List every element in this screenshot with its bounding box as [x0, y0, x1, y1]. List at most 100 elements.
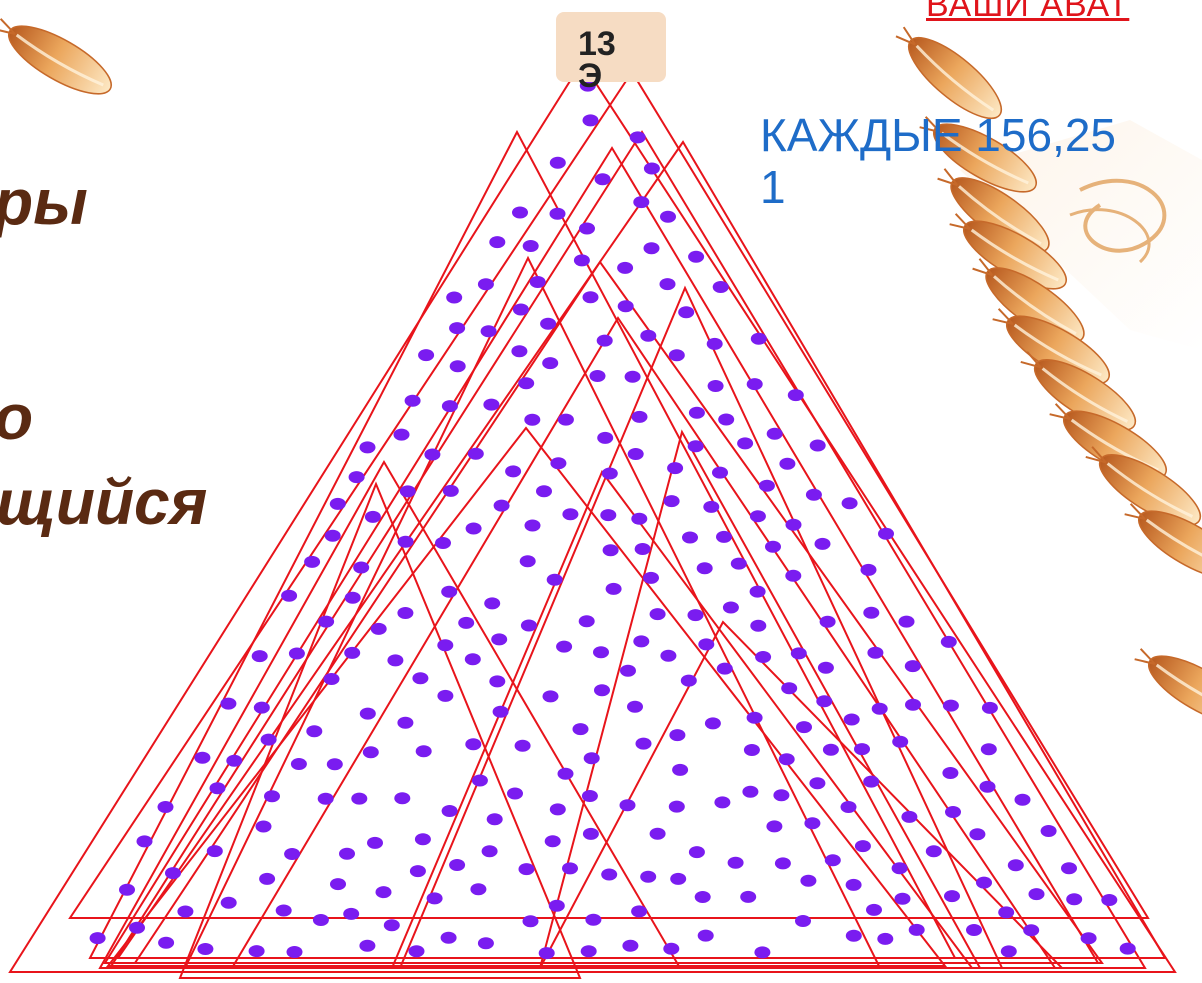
avatar-link[interactable]: ВАШИ АВАТ — [926, 0, 1130, 24]
seed-dot-icon — [582, 291, 599, 304]
seed-dot-icon — [980, 743, 997, 756]
seed-dot-icon — [582, 827, 599, 840]
seed-dot-icon — [605, 582, 622, 595]
seed-dot-icon — [344, 591, 361, 604]
seed-dot-icon — [687, 609, 704, 622]
triangle-group — [8, 60, 1177, 979]
seed-dot-icon — [540, 317, 557, 330]
seed-dot-icon — [633, 196, 650, 209]
seed-dot-icon — [688, 250, 705, 263]
seed-dot-icon — [226, 754, 243, 767]
seed-dot-icon — [742, 785, 759, 798]
wheat-grain-icon — [919, 116, 1037, 193]
seed-dot-icon — [512, 206, 528, 219]
seed-dot-icon — [505, 465, 522, 478]
seed-dot-icon — [749, 585, 766, 598]
seed-dot-icon — [397, 535, 414, 548]
seed-dot-icon — [518, 377, 535, 390]
seed-dot-icon — [507, 787, 523, 800]
seed-dot-icon — [582, 114, 599, 127]
seed-dot-icon — [465, 738, 482, 751]
seed-dot-icon — [816, 695, 833, 708]
seed-dot-icon — [580, 945, 597, 958]
seed-dot-icon — [746, 711, 763, 724]
seed-dot-icon — [248, 945, 265, 958]
seed-dot-icon — [343, 907, 360, 920]
seed-dot-icon — [750, 619, 767, 632]
seed-dot-icon — [412, 672, 429, 685]
seed-dot-icon — [306, 725, 323, 738]
seed-dot-icon — [483, 398, 500, 411]
seed-dot-icon — [415, 745, 432, 758]
seed-dot-icon — [449, 859, 466, 871]
wheat-grain-icon — [992, 308, 1110, 385]
seed-dot-icon — [707, 380, 724, 392]
seed-dot-icon — [631, 512, 648, 525]
seed-dot-icon — [562, 508, 579, 521]
seed-dot-icon — [481, 845, 498, 858]
seed-dot-icon — [441, 400, 458, 413]
seed-dot-icon — [755, 651, 772, 663]
seed-dot-icon — [940, 635, 957, 648]
seed-dot-icon — [854, 743, 870, 756]
seed-dot-icon — [643, 242, 660, 255]
seed-dot-icon — [518, 863, 535, 876]
seed-dot-icon — [779, 457, 796, 470]
seed-dot-icon — [981, 701, 998, 714]
seed-dot-icon — [704, 717, 721, 730]
counter-label: 13 Э — [578, 25, 616, 95]
seed-dot-icon — [894, 892, 911, 905]
seed-dot-icon — [414, 833, 431, 846]
seed-dot-icon — [634, 543, 651, 555]
seed-dot-icon — [549, 156, 566, 169]
seed-dot-icon — [1061, 862, 1077, 875]
seed-dot-icon — [318, 615, 335, 628]
seed-dot-icon — [601, 868, 618, 881]
wheat-grain-icon — [937, 168, 1050, 253]
seed-dot-icon — [512, 303, 529, 316]
seed-dot-icon — [593, 646, 609, 659]
seed-dot-icon — [329, 497, 346, 510]
seed-dot-icon — [578, 615, 595, 628]
seed-dot-icon — [998, 906, 1015, 919]
seed-dot-icon — [353, 561, 370, 574]
seed-dot-icon — [441, 805, 458, 817]
seed-dot-icon — [359, 939, 376, 952]
seed-dot-icon — [680, 674, 697, 687]
seed-dot-icon — [805, 488, 822, 501]
seed-dot-icon — [945, 806, 961, 818]
seed-dot-icon — [682, 531, 698, 544]
seed-dot-icon — [845, 878, 862, 891]
seed-dot-icon — [809, 439, 826, 452]
seed-dot-icon — [562, 862, 578, 875]
seed-dot-icon — [737, 437, 754, 450]
seed-dot-icon — [511, 345, 528, 358]
every-label-line-1: КАЖДЫЕ 156,25 — [760, 109, 1116, 161]
seed-dot-icon — [1028, 888, 1045, 901]
seed-dot-icon — [640, 329, 657, 342]
seed-dot-icon — [901, 810, 918, 823]
seed-dot-icon — [979, 780, 996, 793]
seed-dot-icon — [370, 622, 387, 635]
seed-dot-icon — [136, 835, 153, 848]
seed-dot-icon — [579, 79, 596, 92]
seed-dot-icon — [477, 278, 494, 291]
seed-dot-icon — [597, 431, 614, 444]
seed-dot-icon — [635, 737, 652, 750]
seed-dot-icon — [323, 673, 340, 685]
seed-dot-icon — [627, 448, 644, 460]
seed-dot-icon — [749, 510, 766, 523]
seed-dot-icon — [697, 929, 714, 942]
seed-dot-icon — [194, 751, 211, 764]
seed-dot-icon — [1023, 924, 1040, 937]
seed-dot-icon — [774, 857, 791, 870]
seed-dot-icon — [602, 544, 619, 557]
seed-dot-icon — [437, 689, 454, 702]
seed-dot-icon — [393, 428, 410, 441]
seed-dot-icon — [572, 723, 589, 736]
wheat-grain-group — [0, 18, 1202, 725]
seed-dot-icon — [519, 555, 536, 568]
seed-dot-icon — [387, 654, 404, 667]
seed-dot-icon — [649, 608, 666, 621]
